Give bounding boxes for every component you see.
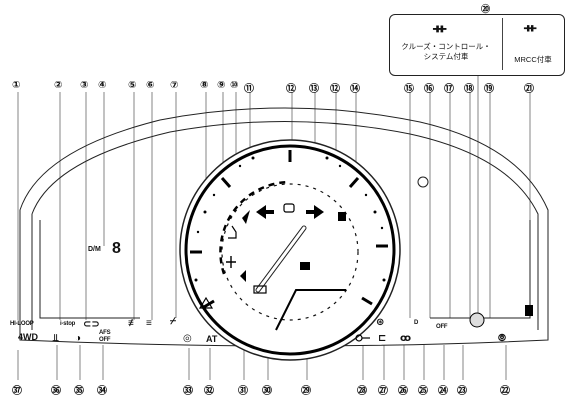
fourwd-indicator: 4WD	[18, 332, 38, 342]
callout-number-bottom: ㉝	[183, 386, 193, 397]
callout-number-top: ⑤	[128, 80, 137, 91]
front-fog-icon: ≢	[128, 318, 138, 329]
callout-number-bottom: ㉘	[357, 386, 367, 397]
lane-departure-icon: ⌿	[170, 316, 176, 327]
cruise-caption-line2: システム付車	[423, 52, 469, 61]
engine-icon: ⊏	[378, 333, 387, 344]
callout-number-bottom: ㉔	[438, 386, 448, 397]
tachometer	[179, 139, 401, 361]
callout-number-bottom: ㉕	[418, 386, 428, 397]
at-indicator: AT	[206, 334, 218, 344]
callout-number-top: ⑮	[404, 84, 414, 95]
mrcc-caption: MRCC付車	[514, 55, 552, 64]
callout-number-bottom: ㉒	[500, 386, 510, 397]
glow-plug-icon: ꝏ	[400, 333, 412, 344]
callout-number-bottom: ㉟	[74, 386, 84, 397]
callout-number-top: ⑭	[350, 84, 360, 95]
cruise-control-icon: ᚑ	[433, 20, 447, 36]
callout-number-top: ⑨	[217, 80, 226, 91]
callout-number-top: ③	[80, 80, 89, 91]
callout-box	[389, 14, 565, 76]
callout-number-bottom: ㉓	[457, 386, 467, 397]
callout-number-top: ㉑	[524, 84, 534, 95]
key-icon	[355, 334, 370, 342]
selector-knob-icon	[469, 312, 485, 328]
gear-position-label: D/M	[88, 246, 101, 253]
brake-icon: ⦾	[498, 333, 506, 344]
coolant-temp-icon: ⫫	[53, 333, 59, 344]
position-light-icon: ⊂⊃	[83, 319, 100, 330]
cruise-caption-line1: クルーズ・コントロール・	[401, 42, 491, 51]
callout-number-top: ④	[98, 80, 107, 91]
callout-number-bottom: ㉛	[238, 386, 248, 397]
fuel-icon	[525, 305, 533, 316]
callout-number-top: ⑧	[200, 80, 209, 91]
callout-number-top: ⑲	[484, 84, 494, 95]
dsc-indicator: D	[414, 320, 419, 326]
callout-number-bottom: ㉙	[301, 386, 311, 397]
tpms-icon: ◎	[183, 333, 192, 344]
callout-number-top: ①	[12, 80, 21, 91]
callout-divider	[502, 18, 503, 70]
callout-number-top: ⑬	[309, 84, 319, 95]
callout-number-top: ⑯	[424, 84, 434, 95]
callout-number-bottom: ㊲	[12, 386, 22, 397]
mrcc-icon: ᚑ	[524, 20, 537, 35]
seatbelt-icon: ⊛	[376, 317, 385, 328]
afs-off-indicator: AFS OFF	[99, 330, 111, 344]
dsc-off-indicator: OFF	[436, 324, 448, 330]
callout-number-bottom: ㊱	[51, 386, 61, 397]
callout-number-top: ⑱	[464, 84, 474, 95]
callout-number-bottom: ㉗	[378, 386, 388, 397]
callout-number-top: ⑩	[230, 80, 239, 91]
callout-number-top: ⑰	[444, 84, 454, 95]
callout-number-top: ⑫	[330, 84, 340, 95]
callout-number-bottom: ㉜	[204, 386, 214, 397]
callout-number-bottom: ㉞	[97, 386, 107, 397]
afs-off-line2: OFF	[99, 337, 111, 343]
high-beam-icon: ≡	[146, 318, 152, 329]
callout-number-top: ⑦	[170, 80, 179, 91]
callout-number-top: ②	[54, 80, 63, 91]
callout-number-bottom: ㉚	[262, 386, 272, 397]
i-stop-indicator: i-stop	[60, 321, 76, 327]
master-warning-icon	[198, 296, 214, 309]
callout-number-top: ⑫	[286, 84, 296, 95]
afs-off-line1: AFS	[99, 330, 111, 336]
callout-number-top: ⑥	[146, 80, 155, 91]
cruise-caption: クルーズ・コントロール・ システム付車	[392, 42, 500, 62]
headlight-icon: ◑	[75, 333, 82, 344]
callout-number-bottom: ㉖	[398, 386, 408, 397]
callout-number: ⑳	[481, 4, 491, 14]
callout-number-top: ⑪	[244, 84, 254, 95]
hi-loop-indicator: HI-LOOP	[10, 321, 34, 327]
gear-digit: 8	[112, 240, 121, 257]
